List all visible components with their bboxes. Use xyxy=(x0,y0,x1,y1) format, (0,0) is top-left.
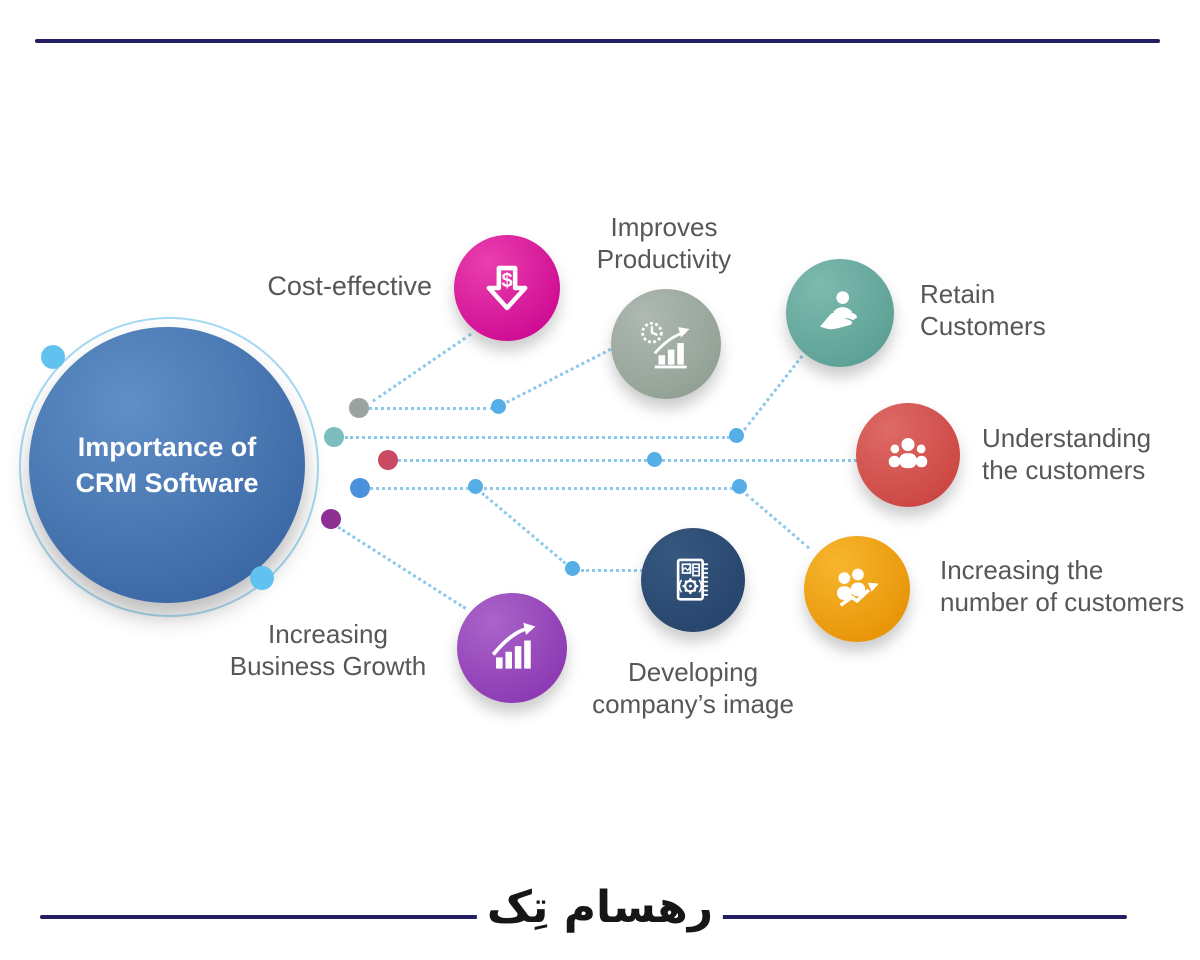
junction-dot xyxy=(565,561,580,576)
label-improves-productivity: Improves Productivity xyxy=(596,212,732,274)
hub-circle: Importance of CRM Software xyxy=(29,327,305,603)
connector-line xyxy=(743,355,804,431)
label-developing-image: Developing company’s image xyxy=(592,657,794,719)
junction-dot xyxy=(729,428,744,443)
node-business-growth xyxy=(457,593,567,703)
hand-person-icon xyxy=(820,291,858,330)
bottom-rule-right xyxy=(693,915,1127,919)
hub-ring xyxy=(19,317,319,617)
junction-dot xyxy=(491,399,506,414)
center-dot-teal xyxy=(324,427,344,447)
connector-line xyxy=(370,487,733,490)
connector-line xyxy=(368,407,494,410)
junction-dot xyxy=(732,479,747,494)
center-dot-purple xyxy=(321,509,341,529)
node-increasing-customers xyxy=(804,536,910,642)
junction-dot xyxy=(647,452,662,467)
connector-line xyxy=(581,569,643,572)
node-developing-image xyxy=(641,528,745,632)
label-increasing-customers: Increasing the number of customers xyxy=(940,555,1185,617)
label-business-growth: Increasing Business Growth xyxy=(229,619,427,681)
label-cost-effective: Cost-effective xyxy=(267,271,432,301)
people-growth-icon xyxy=(837,568,879,607)
node-retain-customers xyxy=(786,259,894,367)
connector-line xyxy=(481,492,567,565)
growth-chart-icon xyxy=(491,622,536,669)
dollar-down-arrow-icon: $ xyxy=(486,265,528,311)
connector-line xyxy=(506,347,612,404)
clock-chart-icon xyxy=(641,321,690,369)
footer-brand-text: رهسام تِک xyxy=(476,882,724,933)
center-dot-blue xyxy=(350,478,370,498)
node-understanding-customers xyxy=(856,403,960,507)
connector-line xyxy=(345,436,730,439)
svg-text:$: $ xyxy=(501,270,512,292)
bottom-rule-left xyxy=(40,915,503,919)
center-dot-red xyxy=(378,450,398,470)
connector-line xyxy=(398,459,857,462)
people-group-icon xyxy=(888,437,928,469)
node-cost-effective: $ xyxy=(454,235,560,341)
brochure-gear-icon xyxy=(676,558,708,601)
top-rule xyxy=(35,39,1160,43)
hub-title: Importance of CRM Software xyxy=(75,432,259,498)
label-retain-customers: Retain Customers xyxy=(920,279,1046,341)
hub-accent-dot-top xyxy=(41,345,65,369)
connector-line xyxy=(337,526,467,610)
center-dot-sage xyxy=(349,398,369,418)
connector-line xyxy=(745,493,811,550)
label-understanding-customers: Understanding the customers xyxy=(982,423,1152,485)
hub-accent-dot-bottom xyxy=(250,566,274,590)
node-improves-productivity xyxy=(611,289,721,399)
junction-dot xyxy=(468,479,483,494)
connector-line xyxy=(372,332,472,403)
